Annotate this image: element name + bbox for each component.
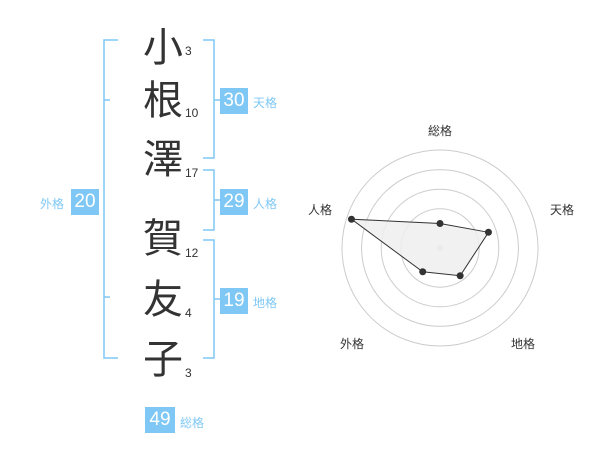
stroke-count-4: 12 [185, 246, 199, 260]
chikaku-value-badge: 19 [220, 288, 248, 314]
stroke-count-1: 3 [185, 44, 192, 58]
jinkaku-label: 人格 [253, 197, 278, 211]
stroke-count-6: 3 [185, 366, 192, 380]
radar-ring-1 [341, 149, 539, 347]
radar-label-soukaku: 総格 [428, 124, 453, 138]
soukaku-value-badge: 49 [145, 407, 175, 433]
jinkaku-value-badge: 29 [220, 189, 248, 215]
tenkaku-bracket [203, 39, 215, 159]
soukaku-label: 総格 [180, 416, 205, 430]
gaikaku-value-badge: 20 [71, 189, 99, 215]
stroke-count-5: 4 [185, 306, 192, 320]
name-char-3: 澤 [143, 137, 183, 183]
radar-point-4 [419, 268, 427, 276]
radar-label-chikaku: 地格 [511, 337, 536, 351]
tenkaku-value-badge: 30 [220, 88, 248, 114]
radar-label-tenkaku: 天格 [550, 203, 575, 217]
radar-point-3 [456, 272, 464, 280]
gaikaku-bracket [103, 39, 118, 359]
name-char-1: 小 [143, 25, 183, 71]
radar-label-jinkaku: 人格 [308, 203, 333, 217]
radar-point-2 [484, 228, 492, 236]
radar-points [347, 215, 492, 280]
stroke-count-3: 17 [185, 166, 199, 180]
radar-label-gaikaku: 外格 [340, 337, 365, 351]
name-char-5: 友 [143, 277, 183, 323]
name-char-6: 子 [143, 337, 183, 383]
radar-point-5 [347, 215, 355, 223]
radar-polygon [349, 218, 490, 277]
gaikaku-label: 外格 [40, 197, 65, 211]
stroke-count-2: 10 [185, 106, 199, 120]
name-char-4: 賀 [143, 216, 183, 262]
tenkaku-label: 天格 [253, 96, 278, 110]
radar-ring-2 [361, 169, 519, 327]
radar-point-1 [436, 220, 444, 227]
chikaku-label: 地格 [253, 296, 278, 310]
name-char-2: 根 [143, 78, 183, 124]
radar-ring-3 [380, 188, 500, 308]
